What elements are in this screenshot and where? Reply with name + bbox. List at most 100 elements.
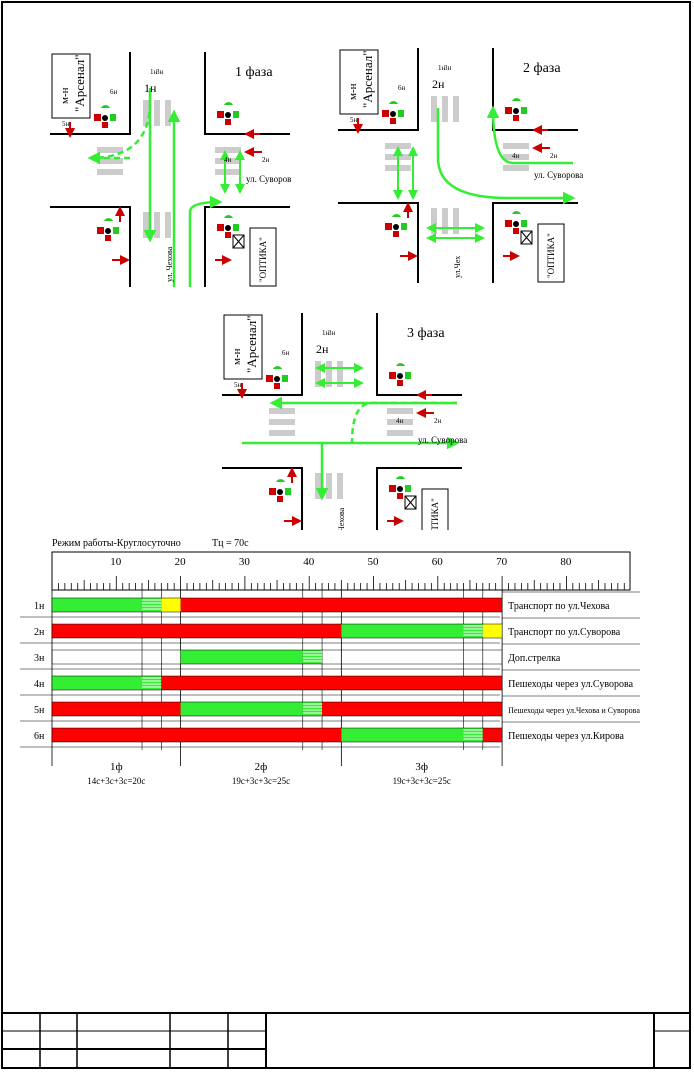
signal-segment-green	[341, 728, 464, 742]
phase-title: 1 фаза	[235, 65, 273, 80]
phase-formula: 19с+3с+3с=25с	[232, 776, 290, 786]
row-frame	[51, 623, 503, 639]
label-4n: 4н	[512, 152, 520, 160]
street-suvorov-label: ул. Суворова	[534, 170, 583, 180]
district-label: м-н	[231, 348, 243, 365]
traffic-light-nw	[94, 105, 116, 128]
label-5n: 5н	[350, 116, 358, 124]
row-id: 5н	[34, 705, 45, 716]
title-block	[2, 1012, 690, 1068]
row-id: 3н	[34, 653, 45, 664]
curb-se	[492, 202, 578, 283]
label-2n: 2н	[550, 152, 558, 160]
arsenal-label: "Арсенал"	[360, 50, 375, 108]
controller-box-cross	[404, 495, 417, 510]
crosswalk-south	[143, 212, 171, 238]
cycle-label: Тц = 70с	[212, 538, 249, 549]
ruler-tick-label: 50	[368, 556, 380, 568]
signal-segment-yellow	[482, 624, 503, 638]
curb-sw	[222, 467, 303, 530]
ruler-tick-label: 10	[110, 556, 122, 568]
district-label: м-н	[59, 87, 71, 104]
street-suvorov-label: ул. Суворова	[418, 435, 467, 445]
phase-name: 2ф	[255, 761, 268, 773]
phase-formula: 14с+3с+3с=20с	[87, 776, 145, 786]
flow-right-turn	[188, 195, 223, 287]
flow-left-turn	[87, 101, 152, 165]
row-description: Пешеходы через ул.Суворова	[508, 679, 633, 690]
phase-title: 2 фаза	[523, 61, 561, 76]
crosswalk-north	[431, 96, 459, 122]
row-frame	[51, 649, 503, 665]
optika-label: "ОПТИКА"	[546, 233, 556, 278]
row-description: Транспорт по ул.Чехова	[508, 601, 610, 612]
optika-box	[537, 223, 565, 283]
phase-name: 1ф	[110, 761, 123, 773]
arsenal-label: "Арсенал"	[72, 54, 87, 112]
intersection-phase-2: 2 фаза м-н"Арсенал" "ОПТИКА" ул. Суворова ул…	[338, 48, 583, 283]
street-chekhov-label: ул. Чехова	[337, 507, 346, 530]
phase-title: 3 фаза	[407, 326, 445, 341]
traffic-light-ne	[389, 363, 411, 386]
traffic-light-ne	[505, 98, 527, 121]
curb-ne	[376, 313, 462, 396]
row-description: Пешеходы через ул.Чехова и Суворова	[508, 706, 640, 715]
crosswalk-west	[269, 408, 295, 436]
phase-strong-label: 2н	[432, 77, 445, 91]
traffic-light-sw	[97, 218, 119, 241]
curb-nw	[222, 313, 303, 396]
flow-dash-turn	[350, 401, 457, 444]
signal-segment-green	[180, 650, 303, 664]
phase-strong-label: 2н	[316, 342, 329, 356]
row-description: Транспорт по ул.Суворова	[508, 627, 621, 638]
row-id: 2н	[34, 627, 45, 638]
ruler-tick-label: 30	[239, 556, 251, 568]
curb-sw	[50, 206, 131, 287]
controller-box-cross	[232, 234, 245, 249]
ruler-tick-label: 40	[303, 556, 315, 568]
signal-segment-red	[322, 702, 503, 716]
label-1n: 1н	[322, 329, 330, 337]
curb-se	[376, 467, 462, 530]
ruler-tick-label: 80	[560, 556, 572, 568]
label-5n: 5н	[62, 120, 70, 128]
row-id: 1н	[34, 601, 45, 612]
phase-formula: 19с+3с+3с=25с	[393, 776, 451, 786]
label-4n: 4н	[396, 417, 404, 425]
label-3n: 3н	[328, 329, 336, 337]
row-id: 6н	[34, 731, 45, 742]
traffic-light-nw	[382, 101, 404, 124]
street-suvorov-label: ул. Суворов	[246, 174, 291, 184]
arsenal-label: "Арсенал"	[244, 315, 259, 373]
street-chekhov-label: ул.Чех	[453, 256, 462, 278]
label-5n: 5н	[234, 381, 242, 389]
label-2n: 2н	[434, 417, 442, 425]
curb-nw	[338, 48, 419, 131]
signal-segment-red	[482, 728, 503, 742]
signal-segment-red	[52, 728, 342, 742]
curb-nw	[50, 52, 131, 135]
row-frame	[51, 727, 503, 743]
district-box	[339, 49, 379, 115]
label-6n: 6н	[398, 84, 406, 92]
traffic-light-sw	[269, 479, 291, 502]
crosswalk-west	[97, 147, 123, 175]
signal-segment-red	[52, 624, 342, 638]
traffic-light-ne	[217, 102, 239, 125]
flow-3n-turn	[436, 108, 576, 205]
street-chekhov-label: ул. Чехова	[165, 246, 174, 282]
signal-segment-green	[52, 676, 143, 690]
signal-segment-green	[180, 702, 303, 716]
label-3n: 3н	[156, 68, 164, 76]
ruler-tick-label: 20	[175, 556, 187, 568]
label-3n: 3н	[444, 64, 452, 72]
row-frame	[51, 675, 503, 691]
label-6n: 6н	[282, 349, 290, 357]
curb-ne	[204, 52, 290, 135]
optika-box	[249, 227, 277, 287]
district-label: м-н	[347, 83, 359, 100]
